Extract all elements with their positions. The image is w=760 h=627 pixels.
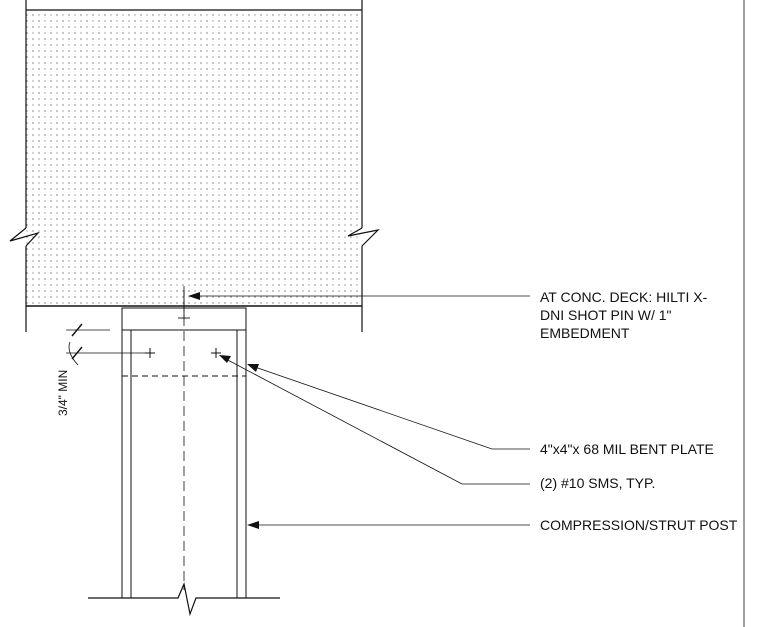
leader-bent-plate [247,364,530,450]
bottom-break-line [88,581,280,617]
edge-distance-label: 3/4" MIN [56,369,70,416]
shot-pin [178,290,190,319]
leader-post [247,521,530,529]
left-break-line [9,227,40,247]
callout-shot-pin: AT CONC. DECK: HILTI X- DNI SHOT PIN W/ … [540,288,707,342]
callout-shot-pin-line-1: AT CONC. DECK: HILTI X- [540,289,708,305]
callout-shot-pin-line-3: EMBEDMENT [540,325,630,341]
callout-shot-pin-line-2: DNI SHOT PIN W/ 1" [540,307,672,323]
right-break-line [347,227,380,247]
edge-distance-dimension [66,323,145,366]
leader-sms [219,355,530,485]
strut-post [88,286,280,617]
leader-shot-pin [188,292,530,300]
concrete-deck [9,0,380,332]
sms-screws [145,348,221,358]
callout-post: COMPRESSION/STRUT POST [540,517,738,533]
callout-sms: (2) #10 SMS, TYP. [540,475,656,491]
callout-bent-plate: 4"x4"x 68 MIL BENT PLATE [540,441,714,457]
